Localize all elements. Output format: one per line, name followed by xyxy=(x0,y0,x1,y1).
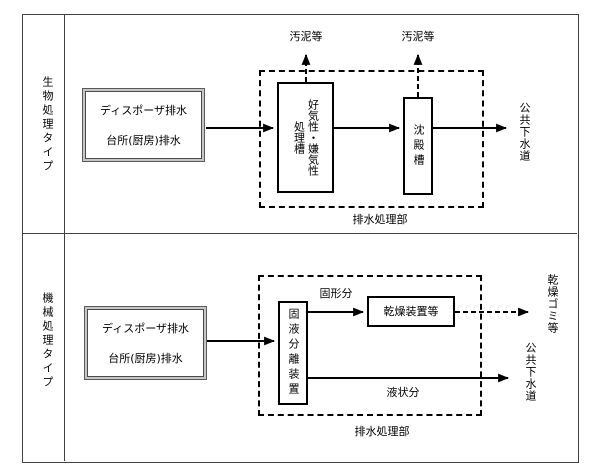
sludge-label-right: 汚泥等 xyxy=(401,30,435,43)
solid-liquid-separator-label: 固液分離装置 xyxy=(287,308,300,398)
aerobic-anaerobic-tank-label: 好気性・嫌気性 処理槽 xyxy=(292,99,320,176)
source-line-kitchen: 台所(厨房)排水 xyxy=(108,351,183,365)
source-box-biological: ディスポーザ排水 台所(厨房)排水 xyxy=(82,88,205,162)
solid-liquid-separator-box: 固液分離装置 xyxy=(278,301,308,405)
source-box-mechanical: ディスポーザ排水 台所(厨房)排水 xyxy=(84,306,207,380)
section-label-biological: 排水処理部 xyxy=(352,213,408,226)
dried-waste-label: 乾燥ゴミ等 xyxy=(546,274,559,334)
sewer-label-mechanical: 公共下水道 xyxy=(524,342,537,402)
liquid-fraction-label: 液状分 xyxy=(386,386,420,399)
row-divider xyxy=(22,233,577,234)
dryer-box: 乾燥装置等 xyxy=(367,296,455,327)
source-box-inner: ディスポーザ排水 台所(厨房)排水 xyxy=(85,91,202,159)
dryer-box-label: 乾燥装置等 xyxy=(383,305,439,318)
settling-tank-label: 沈殿槽 xyxy=(412,123,425,169)
treatment-region-mechanical xyxy=(258,275,482,416)
source-line-disposer: ディスポーザ排水 xyxy=(101,321,189,335)
source-box-inner: ディスポーザ排水 台所(厨房)排水 xyxy=(87,309,204,377)
treatment-region-biological xyxy=(259,70,484,208)
source-line-kitchen: 台所(厨房)排水 xyxy=(106,133,181,147)
sewer-label-biological: 公共下水道 xyxy=(518,102,531,162)
sludge-label-left: 汚泥等 xyxy=(289,30,323,43)
table-frame xyxy=(22,14,579,463)
section-label-mechanical: 排水処理部 xyxy=(354,425,410,438)
row-label-biological: 生物処理タイプ xyxy=(41,76,54,174)
solid-fraction-label: 固形分 xyxy=(319,287,353,300)
label-column-divider xyxy=(64,14,65,461)
row-label-mechanical: 機械処理タイプ xyxy=(41,292,54,390)
aerobic-anaerobic-tank-box: 好気性・嫌気性 処理槽 xyxy=(277,82,334,193)
source-line-disposer: ディスポーザ排水 xyxy=(99,103,187,117)
settling-tank-box: 沈殿槽 xyxy=(403,97,433,195)
